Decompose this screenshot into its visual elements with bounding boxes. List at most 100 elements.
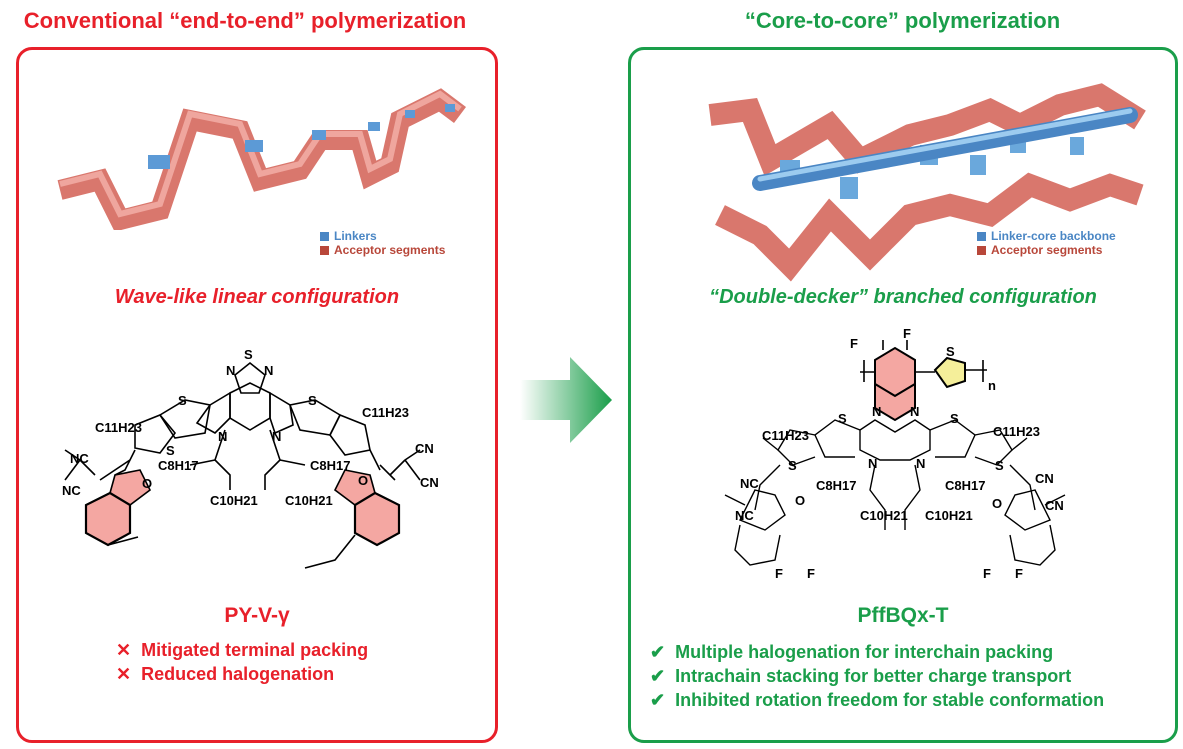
- transition-arrow-icon: [520, 357, 612, 443]
- atom-label: F: [903, 326, 911, 341]
- left-polymer-name: PY-V-γ: [224, 604, 290, 627]
- point-item: ✔ Inhibited rotation freedom for stable c…: [650, 688, 1104, 712]
- indanone-right: [304, 449, 421, 569]
- linker-pillar: [1070, 137, 1084, 155]
- atom-label: N: [226, 363, 235, 378]
- linker-block: [445, 104, 455, 112]
- linker-block: [245, 140, 263, 152]
- legend-item-acceptor: Acceptor segments: [977, 243, 1116, 257]
- atom-label: N: [264, 363, 273, 378]
- atom-label: NC: [62, 483, 81, 498]
- point-text: Multiple halogenation for interchain pac…: [675, 641, 1054, 662]
- alkyl-label: C11H23: [993, 424, 1040, 439]
- atom-label: NC: [70, 451, 89, 466]
- point-text: Intrachain stacking for better charge tr…: [675, 665, 1072, 686]
- double-decker-polymer-illustration: [708, 83, 1146, 282]
- alkyl-label: C8H17: [945, 478, 985, 493]
- right-title: “Core-to-core” polymerization: [744, 8, 1061, 33]
- atom-label: N: [916, 456, 925, 471]
- legend-item-acceptor: Acceptor segments: [320, 243, 445, 257]
- linker-pillar: [840, 177, 858, 199]
- repeat-unit-label: n: [988, 378, 996, 393]
- check-icon: ✔: [650, 665, 666, 686]
- atom-label: N: [910, 404, 919, 419]
- atom-label: CN: [1035, 471, 1054, 486]
- atom-label: CN: [1045, 498, 1064, 513]
- point-item: ✔ Intrachain stacking for better charge t…: [650, 664, 1104, 688]
- atom-label: S: [244, 347, 253, 362]
- right-points: ✔ Multiple halogenation for interchain pa…: [650, 640, 1104, 712]
- atom-label: O: [142, 476, 152, 491]
- cross-icon: ✕: [116, 639, 132, 660]
- acceptor-swatch-icon: [320, 245, 329, 255]
- atom-label: S: [308, 393, 317, 408]
- atom-label: NC: [740, 476, 759, 491]
- atom-label: S: [788, 458, 797, 473]
- alkyl-label: C11H23: [762, 428, 809, 443]
- alkyl-label: C8H17: [816, 478, 856, 493]
- right-subtitle: “Double-decker” branched configuration: [709, 286, 1097, 308]
- left-points: ✕ Mitigated terminal packing ✕Reduced hal…: [116, 638, 368, 686]
- atom-label: F: [807, 566, 815, 581]
- linker-pillar: [970, 155, 986, 175]
- atom-label: CN: [420, 475, 439, 490]
- left-panel: [16, 47, 498, 743]
- linker-swatch-icon: [320, 231, 329, 241]
- linker-swatch-icon: [977, 231, 986, 241]
- left-title: Conventional “end-to-end” polymerization: [23, 8, 467, 33]
- linker-block: [368, 122, 380, 131]
- atom-label: O: [358, 473, 368, 488]
- linker-core-backbone: [752, 107, 1138, 191]
- atom-label: O: [795, 493, 805, 508]
- linker-block: [405, 110, 415, 118]
- legend-label: Acceptor segments: [334, 243, 446, 257]
- legend-item-linker-core: Linker-core backbone: [977, 229, 1116, 243]
- atom-label: S: [995, 458, 1004, 473]
- legend-label: Acceptor segments: [991, 243, 1103, 257]
- atom-label: N: [218, 429, 227, 444]
- atom-label: N: [868, 456, 877, 471]
- alkyl-label: C10H21: [925, 508, 973, 523]
- check-icon: ✔: [650, 641, 666, 662]
- right-panel: [628, 47, 1178, 743]
- acceptor-ribbon-top: [708, 83, 1146, 176]
- atom-label: N: [872, 404, 881, 419]
- alkyl-label: C11H23: [95, 420, 142, 435]
- atom-label: S: [946, 344, 955, 359]
- left-legend: Linkers Acceptor segments: [320, 229, 445, 257]
- alkyl-label: C10H21: [285, 493, 333, 508]
- atom-label: S: [178, 393, 187, 408]
- indanone-left: [64, 449, 152, 547]
- atom-label: N: [272, 429, 281, 444]
- point-text: Reduced halogenation: [141, 663, 335, 684]
- point-item: ✕ Mitigated terminal packing: [116, 638, 368, 662]
- legend-label: Linker-core backbone: [991, 229, 1116, 243]
- alkyl-label: C8H17: [158, 458, 198, 473]
- left-subtitle: Wave-like linear configuration: [114, 286, 400, 308]
- alkyl-label: C10H21: [860, 508, 908, 523]
- atom-label: S: [950, 411, 959, 426]
- atom-label: CN: [415, 441, 434, 456]
- atom-label: O: [992, 496, 1002, 511]
- point-item: ✕Reduced halogenation: [116, 662, 368, 686]
- wave-like-polymer-illustration: [57, 88, 466, 230]
- legend-label: Linkers: [334, 229, 377, 243]
- atom-label: F: [775, 566, 783, 581]
- atom-label: F: [983, 566, 991, 581]
- right-polymer-name: PffBQx-T: [857, 604, 949, 627]
- linker-block: [312, 130, 326, 140]
- alkyl-label: C11H23: [362, 405, 409, 420]
- alkyl-label: C8H17: [310, 458, 350, 473]
- atom-label: F: [1015, 566, 1023, 581]
- atom-label: S: [166, 443, 175, 458]
- linker-block: [148, 155, 170, 169]
- atom-label: F: [850, 336, 858, 351]
- point-text: Inhibited rotation freedom for stable co…: [675, 689, 1105, 710]
- point-text: Mitigated terminal packing: [141, 639, 369, 660]
- atom-label: S: [838, 411, 847, 426]
- point-item: ✔ Multiple halogenation for interchain pa…: [650, 640, 1104, 664]
- acceptor-swatch-icon: [977, 245, 986, 255]
- pffbqx-t-structure: F F S n N N S S S S N N C11H23 C11H23 C8…: [724, 326, 1066, 581]
- legend-item-linkers: Linkers: [320, 229, 445, 243]
- check-icon: ✔: [650, 689, 666, 710]
